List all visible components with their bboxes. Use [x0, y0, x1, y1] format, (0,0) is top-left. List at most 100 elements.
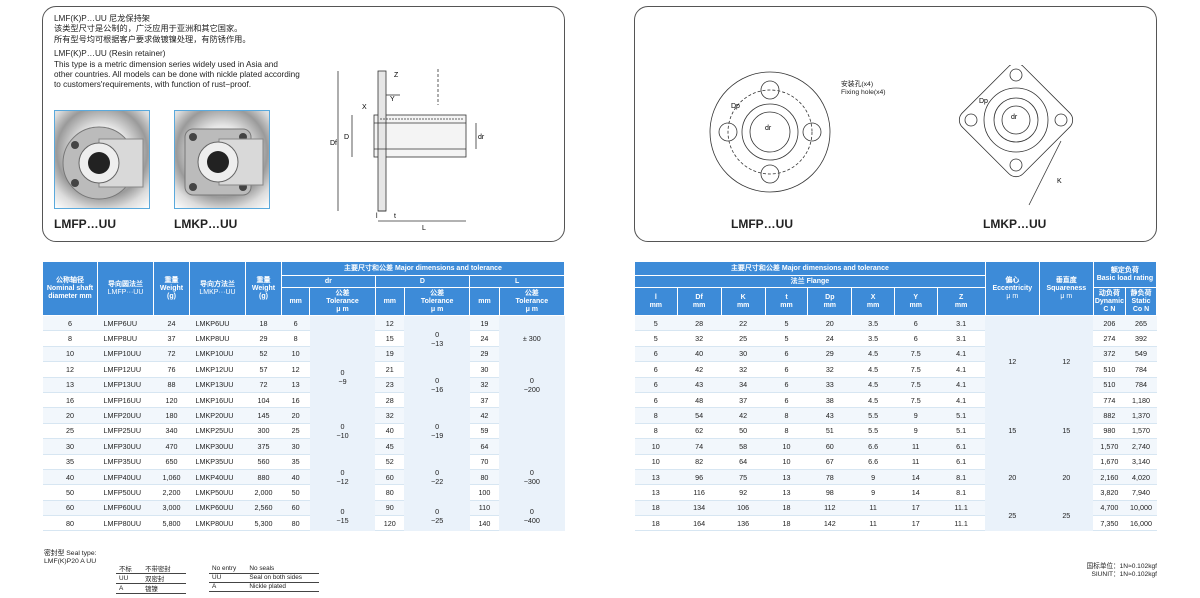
cell: 106 [721, 500, 766, 517]
cell: LMFP80UU [97, 515, 154, 532]
L-value: 37 [469, 392, 500, 409]
cell: LMKP8UU [189, 330, 246, 347]
cell: 28 [677, 315, 722, 332]
cell: 6.6 [851, 454, 895, 470]
cell: 13 [634, 484, 678, 501]
flange-bearing-image [62, 126, 144, 200]
sq-um: μ m [1060, 292, 1073, 300]
D-value: 15 [375, 330, 405, 347]
cell: 4.5 [851, 392, 895, 409]
cell: 13 [634, 469, 678, 486]
static-load: 392 [1125, 330, 1157, 347]
lmfp-photo [54, 110, 150, 209]
tol-upper: 0 [340, 468, 345, 478]
col-unit: mm [823, 301, 837, 309]
cell: LMKP80UU [189, 515, 246, 532]
static-load: 549 [1125, 346, 1157, 363]
cell: 340 [153, 423, 190, 440]
cell: 40 [42, 469, 98, 486]
L-value: 70 [469, 454, 500, 470]
cell: 10 [634, 438, 678, 455]
tol-zh: 公差 [524, 289, 539, 297]
cell: 18 [765, 515, 808, 532]
cell: 40 [677, 346, 722, 363]
tol-um: μ m [430, 305, 444, 313]
unit-note: 国标单位：1N≈0.102kgf SIUNIT：1N≈0.102kgf [1087, 563, 1157, 579]
cell: 92 [721, 484, 766, 501]
cell: 8 [634, 423, 678, 440]
cell: 43 [677, 377, 722, 393]
cell: LMFP10UU [97, 346, 154, 363]
L-value: 110 [469, 500, 500, 517]
dynamic-load: 7,350 [1093, 515, 1126, 532]
cell: 96 [677, 469, 722, 486]
L-tolerance: ± 300 [499, 315, 565, 362]
static-load: 1,370 [1125, 407, 1157, 424]
tol-pm: ± 300 [522, 334, 541, 344]
tol-zh: 公差 [430, 289, 445, 297]
seal-cell: No entry [209, 564, 247, 574]
sta-en: Static [1131, 297, 1151, 305]
cell: 5 [765, 330, 808, 347]
cell: 72 [153, 346, 190, 363]
cell: 57 [245, 361, 282, 378]
header-mm: mm [280, 287, 311, 316]
cell: 6.6 [851, 438, 895, 455]
D-tolerance: 0−16 [404, 361, 470, 408]
lmkp-label: LMKP…UU [983, 217, 1047, 231]
L-value: 32 [469, 377, 500, 393]
seal-cell: 镀镍 [142, 583, 186, 594]
dynamic-load: 774 [1093, 392, 1126, 409]
cell: 42 [677, 361, 722, 378]
header-mm: mm [374, 287, 405, 316]
cell: 13 [765, 469, 808, 486]
en-line: to customers'requirements, with function… [54, 80, 252, 90]
cell: 300 [245, 423, 282, 440]
cell: 11 [851, 500, 895, 517]
L-value: 64 [469, 438, 500, 455]
cell: 6 [765, 346, 808, 363]
cell: 4.1 [937, 377, 986, 393]
static-load: 7,940 [1125, 484, 1157, 501]
cell: 13 [42, 377, 98, 393]
D-value: 120 [375, 515, 405, 532]
en-line: This type is a metric dimension series w… [54, 59, 278, 69]
col-name: Z [959, 293, 964, 301]
dyn-zh: 动负荷 [1098, 289, 1120, 297]
col-name: K [740, 293, 746, 301]
eccentricity: 12 [985, 315, 1040, 408]
cell: 7.5 [894, 346, 937, 363]
cell: LMKP60UU [189, 500, 246, 517]
header-mm: mm [469, 287, 500, 316]
L-value: 29 [469, 346, 500, 363]
dr-value: 25 [281, 423, 310, 440]
cell: 62 [677, 423, 722, 440]
col-unit: mm [780, 301, 793, 309]
dynamic-load: 1,570 [1093, 438, 1126, 455]
tol-upper: 0 [529, 375, 534, 385]
cell: 6 [894, 315, 937, 332]
right-panel: Dp dr 安装孔(x4) Fixing hole(x4) Dp dr K LM… [634, 6, 1157, 242]
cell: 3.1 [937, 315, 986, 332]
tol-upper: 0 [435, 421, 440, 431]
cell: 30 [721, 346, 766, 363]
D-value: 32 [375, 407, 405, 424]
seal-cell: 双密封 [142, 573, 186, 584]
cell: 104 [245, 392, 282, 409]
cell: 112 [807, 500, 852, 517]
